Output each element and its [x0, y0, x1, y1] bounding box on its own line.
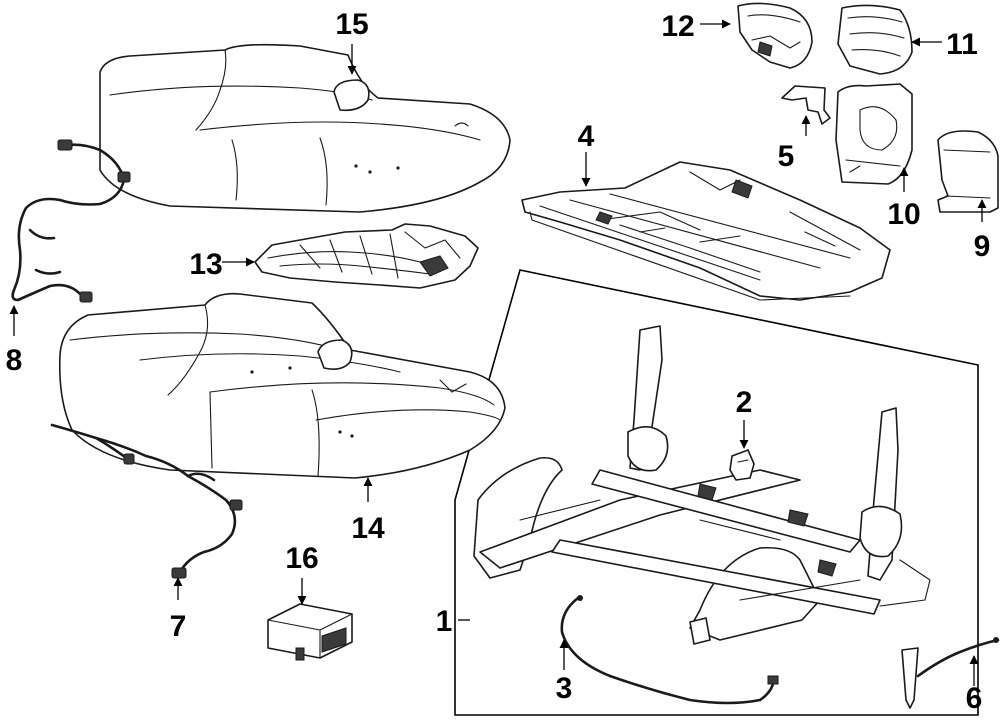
callout-16: 16 — [285, 542, 318, 575]
callout-4: 4 — [578, 120, 595, 153]
frame-assembly-box — [454, 269, 979, 716]
sensor-mat[interactable] — [254, 223, 479, 289]
seat-pan[interactable] — [521, 161, 891, 301]
side-cover[interactable] — [835, 83, 913, 185]
seat-frame[interactable] — [473, 325, 931, 645]
trim-cover-right[interactable] — [837, 4, 913, 75]
trim-cover-left[interactable] — [737, 2, 813, 69]
callout-6: 6 — [966, 682, 983, 715]
callout-3: 3 — [556, 672, 573, 705]
seat-back-cushion[interactable] — [99, 43, 511, 213]
wiring-harness-7[interactable] — [50, 423, 243, 579]
side-panel[interactable] — [937, 130, 999, 213]
release-cable[interactable] — [560, 595, 779, 705]
clip[interactable] — [729, 449, 755, 481]
callout-leaders — [9, 19, 987, 686]
wiring-harness-8[interactable] — [11, 139, 131, 303]
callout-10: 10 — [887, 198, 920, 231]
callout-8: 8 — [6, 344, 23, 377]
callout-labels: 1 2 3 4 5 6 7 8 9 10 11 12 13 14 15 16 — [6, 8, 991, 715]
callout-14: 14 — [351, 512, 385, 545]
callout-2: 2 — [736, 386, 753, 419]
callout-9: 9 — [974, 230, 991, 263]
callout-15: 15 — [335, 8, 368, 41]
callout-11: 11 — [946, 28, 978, 61]
control-module[interactable] — [267, 603, 353, 661]
bracket[interactable] — [781, 85, 831, 125]
seat-cushion[interactable] — [58, 292, 506, 479]
cable-sleeve[interactable] — [901, 637, 1000, 709]
callout-1: 1 — [436, 605, 453, 638]
callout-13: 13 — [189, 248, 222, 281]
callout-5: 5 — [778, 140, 795, 173]
callout-7: 7 — [170, 610, 187, 643]
callout-12: 12 — [661, 10, 694, 43]
